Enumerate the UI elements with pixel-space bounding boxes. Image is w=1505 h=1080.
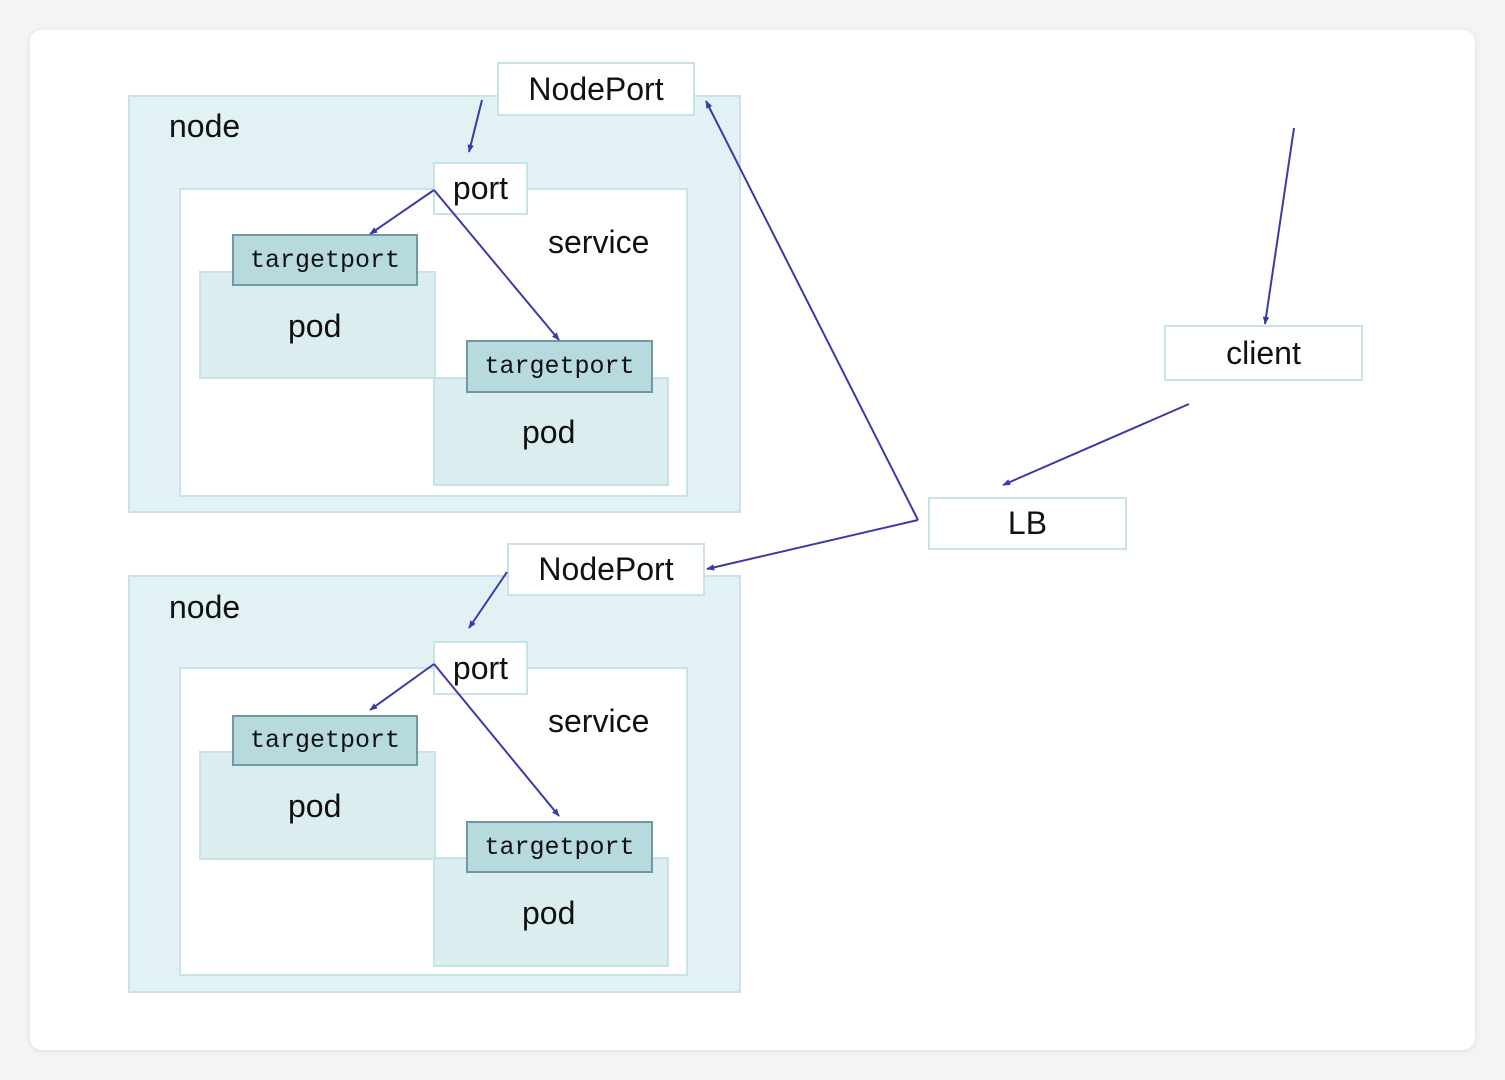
targetport-2b: targetport [466,821,653,873]
pod-1a-label: pod [288,308,342,344]
node-1-label: node [169,108,241,144]
client-box: client [1164,325,1363,381]
nodeport-2: NodePort [507,543,705,596]
targetport-1b: targetport [466,340,653,393]
port-1: port [433,162,528,215]
pod-1a-box [199,271,436,379]
port-2: port [433,641,528,695]
targetport-1a: targetport [232,234,418,286]
pod-2a-label: pod [288,788,342,824]
targetport-2a: targetport [232,715,418,766]
pod-2b-label: pod [522,895,576,931]
lb-box: LB [928,497,1127,550]
nodeport-1: NodePort [497,62,695,116]
pod-1b-box [433,377,669,486]
service-1-label: service [548,224,650,260]
service-2-label: service [548,703,650,739]
node-2-label: node [169,589,241,625]
pod-1b-label: pod [522,414,576,450]
